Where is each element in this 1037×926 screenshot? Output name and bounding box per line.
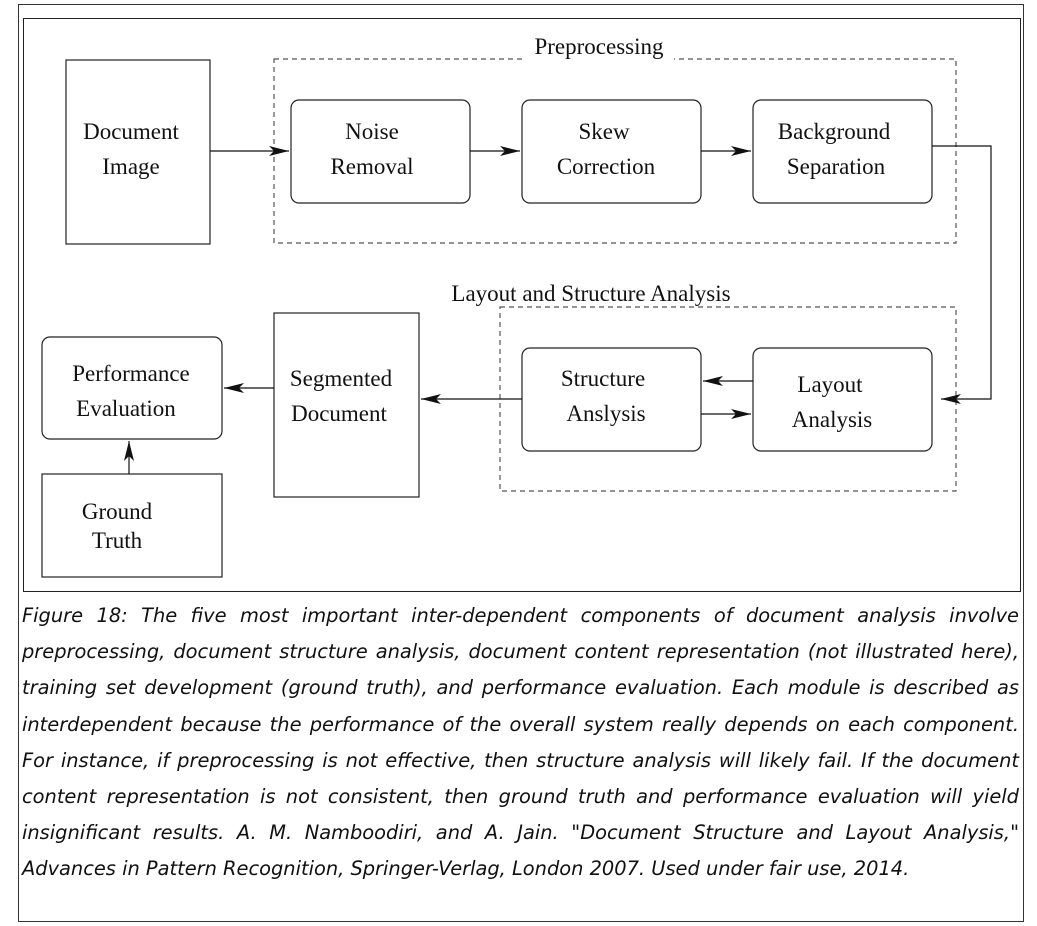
- layout-analysis-label-2: Analysis: [792, 407, 873, 432]
- noise-removal-node: Noise Removal: [290, 99, 471, 204]
- layout-structure-title: Layout and Structure Analysis: [451, 281, 730, 306]
- diagram-frame: [23, 18, 1021, 592]
- segmented-document-label-2: Document: [291, 401, 387, 426]
- skew-correction-label-2: Correction: [557, 154, 656, 179]
- skew-correction-label-1: Skew: [578, 119, 630, 144]
- skew-correction-node: Skew Correction: [521, 99, 702, 204]
- document-image-node: Document Image: [65, 59, 211, 245]
- layout-analysis-label-1: Layout: [797, 372, 863, 397]
- document-image-label-1: Document: [83, 119, 179, 144]
- ground-truth-label-1: Ground: [82, 499, 153, 524]
- background-separation-label-1: Background: [778, 119, 891, 144]
- flow-diagram: Preprocessing Layout and Structure Analy…: [41, 34, 992, 578]
- structure-analysis-label-2: Anslysis: [566, 401, 645, 426]
- ground-truth-node: Ground Truth: [41, 473, 223, 578]
- arrow-background-to-layout: [932, 145, 992, 404]
- performance-evaluation-label-2: Evaluation: [76, 396, 176, 421]
- background-separation-label-2: Separation: [787, 154, 886, 179]
- segmented-document-label-1: Segmented: [290, 366, 393, 391]
- structure-analysis-label-1: Structure: [561, 366, 645, 391]
- noise-removal-label-2: Removal: [330, 154, 413, 179]
- noise-removal-label-1: Noise: [345, 119, 399, 144]
- document-image-label-2: Image: [102, 154, 159, 179]
- ground-truth-label-2: Truth: [92, 528, 143, 553]
- background-separation-node: Background Separation: [752, 99, 933, 204]
- structure-analysis-node: Structure Anslysis: [521, 347, 702, 452]
- preprocessing-title-bg: [522, 40, 674, 66]
- layout-analysis-node: Layout Analysis: [752, 347, 933, 452]
- preprocessing-title: Preprocessing: [534, 34, 664, 59]
- figure-caption: Figure 18: The five most important inter…: [22, 604, 1019, 881]
- performance-evaluation-label-1: Performance: [72, 361, 190, 386]
- performance-evaluation-node: Performance Evaluation: [41, 336, 223, 440]
- segmented-document-node: Segmented Document: [273, 312, 420, 498]
